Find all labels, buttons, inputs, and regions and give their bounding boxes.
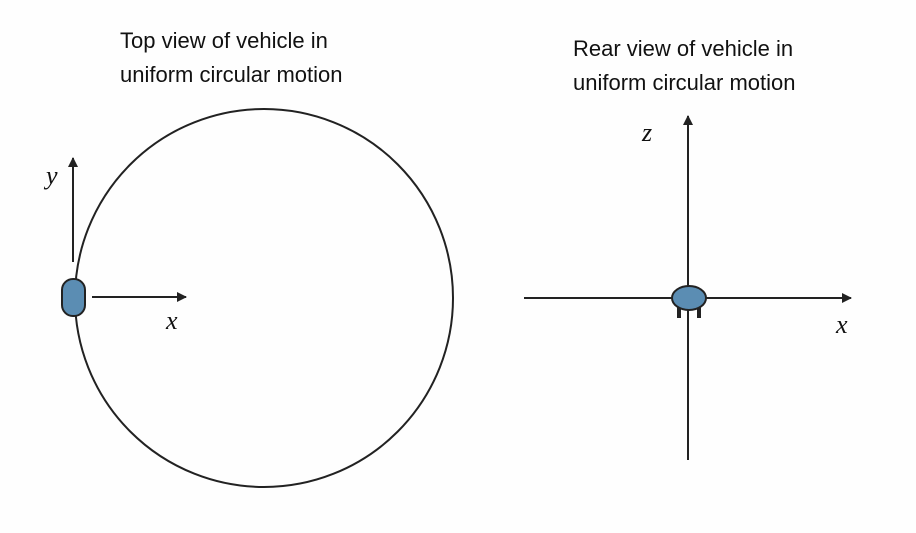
top-view-caption-line2: uniform circular motion xyxy=(120,62,343,87)
top-view-caption-line1: Top view of vehicle in xyxy=(120,28,328,53)
rear-view-caption-line1: Rear view of vehicle in xyxy=(573,36,794,61)
vehicle-rear-left-wheel xyxy=(677,306,681,318)
rear-view-caption: Rear view of vehicle in uniform circular… xyxy=(573,32,796,100)
vehicle-rear-right-wheel xyxy=(697,306,701,318)
vehicle-rear-body xyxy=(671,285,707,311)
top-view-x-label: x xyxy=(166,306,178,335)
top-view-y-label: y xyxy=(46,161,58,190)
rear-view-z-label: z xyxy=(642,118,653,147)
rear-view-diagram xyxy=(524,115,852,460)
top-view-caption: Top view of vehicle in uniform circular … xyxy=(120,24,343,92)
rear-view-x-label: x xyxy=(836,310,848,339)
rear-view-caption-line2: uniform circular motion xyxy=(573,70,796,95)
vehicle-top-view xyxy=(61,278,86,317)
vehicle-rear-view xyxy=(671,285,707,318)
top-view-diagram xyxy=(61,108,454,488)
